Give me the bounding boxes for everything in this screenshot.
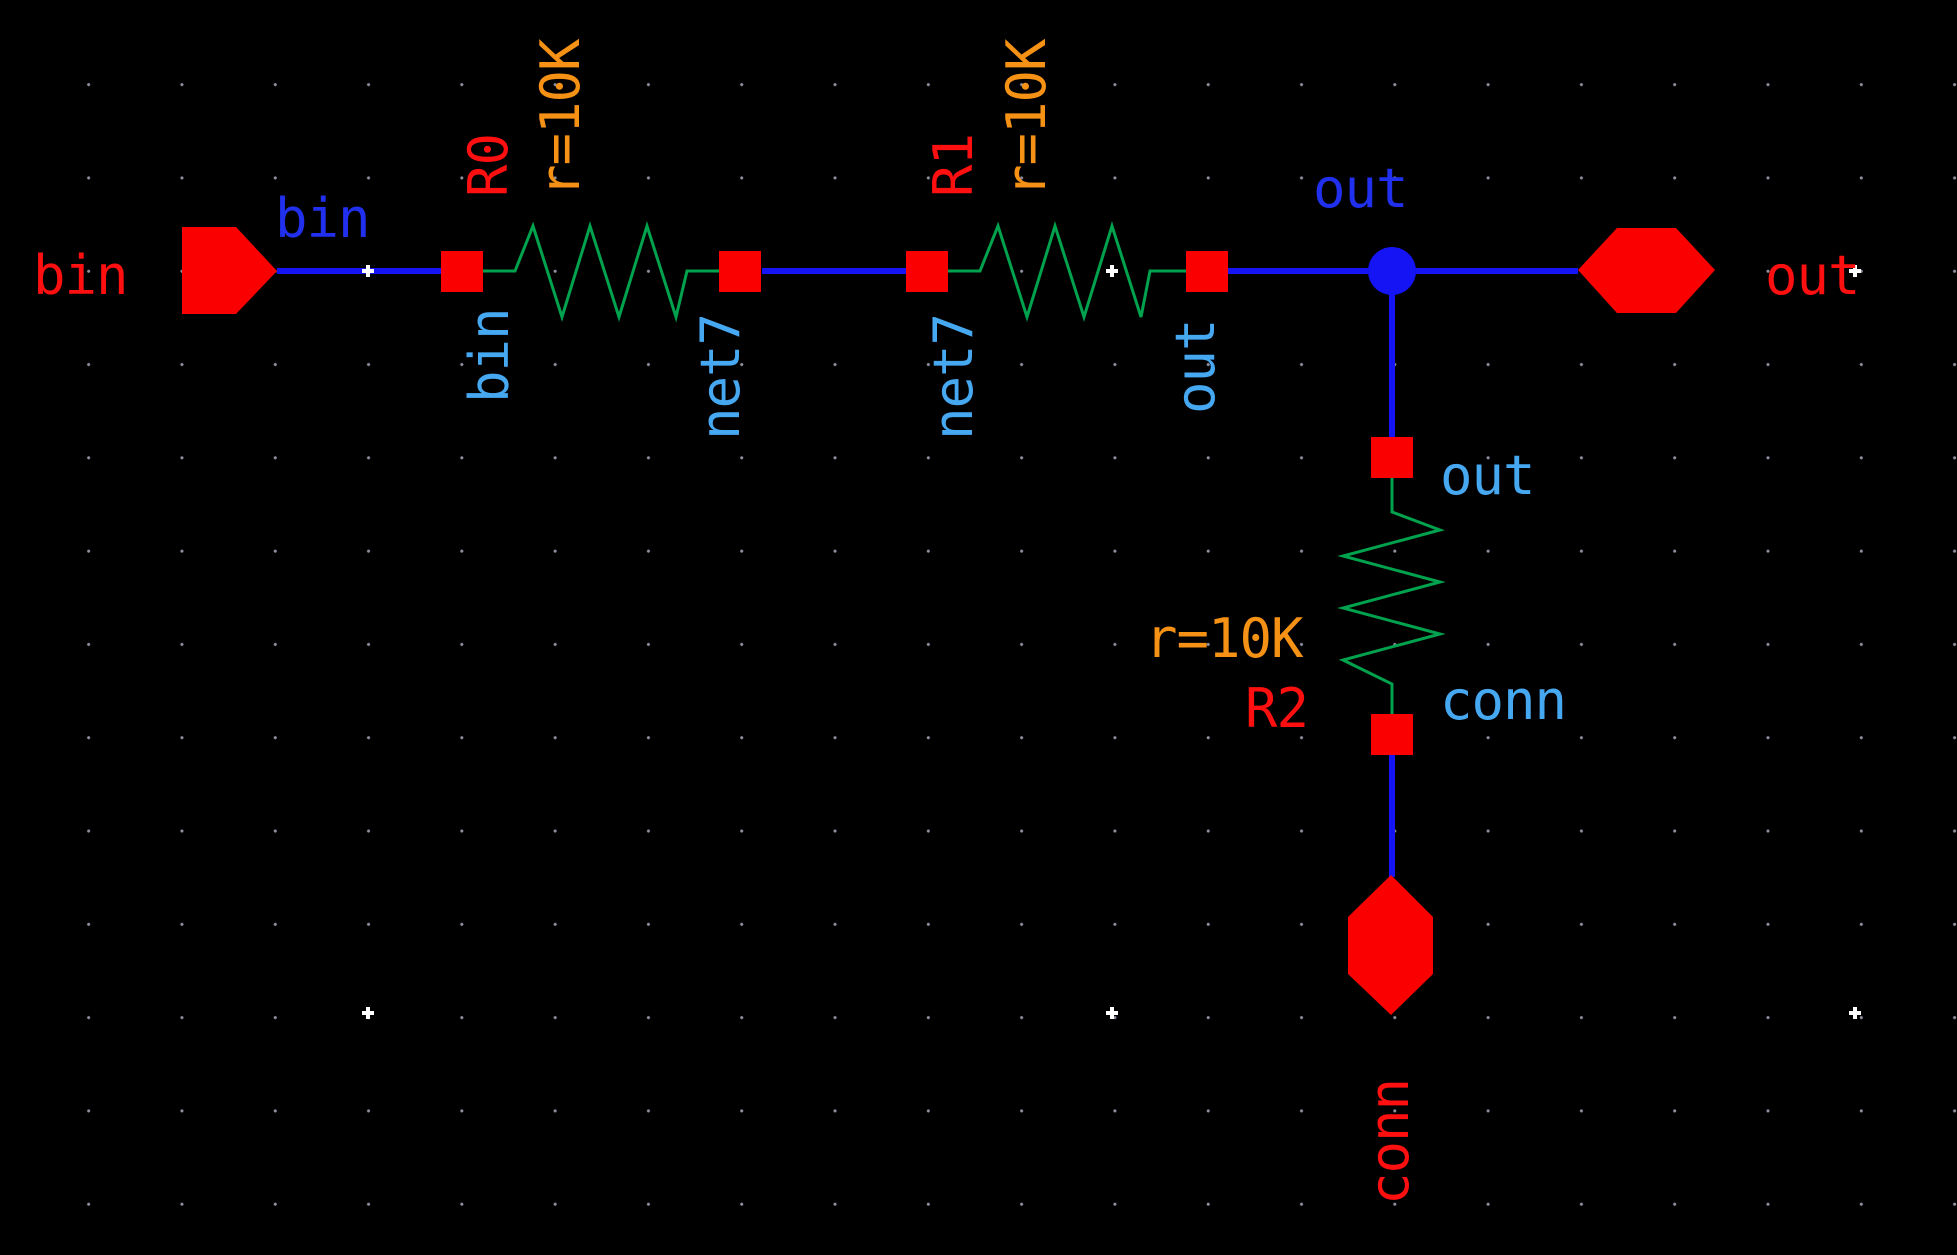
- origin-marker-cross: [1106, 1007, 1118, 1019]
- resistor-r1-body[interactable]: [948, 220, 1186, 323]
- origin-marker-cross: [1106, 265, 1118, 277]
- origin-marker-cross: [362, 265, 374, 277]
- pin-conn-shape[interactable]: [1348, 875, 1433, 1015]
- terminal-r0-left[interactable]: [441, 251, 483, 292]
- net-flag-r1-right[interactable]: out: [1164, 319, 1227, 414]
- pin-out-shape[interactable]: [1578, 228, 1715, 313]
- resistor-r0-body[interactable]: [483, 220, 719, 323]
- pin-bin-label[interactable]: bin: [33, 244, 129, 307]
- pin-bin-shape[interactable]: [182, 227, 277, 314]
- terminal-r1-left[interactable]: [906, 251, 948, 292]
- pin-conn-label[interactable]: conn: [1358, 1078, 1421, 1205]
- terminal-r2-top[interactable]: [1371, 437, 1413, 478]
- instance-value-r1[interactable]: r=10K: [995, 39, 1058, 197]
- terminal-r2-bottom[interactable]: [1371, 714, 1413, 755]
- instance-name-r1[interactable]: R1: [922, 133, 985, 197]
- net-label-out[interactable]: out: [1313, 157, 1409, 220]
- instance-name-r2[interactable]: R2: [1245, 677, 1309, 740]
- resistor-r2-body[interactable]: [1337, 478, 1446, 714]
- terminal-r0-right[interactable]: [719, 251, 761, 292]
- origin-marker-cross: [1849, 265, 1861, 277]
- origin-marker-cross: [362, 1007, 374, 1019]
- net-flag-r2-top[interactable]: out: [1440, 444, 1536, 507]
- instance-name-r0[interactable]: R0: [457, 133, 520, 197]
- instance-value-r2[interactable]: r=10K: [1145, 607, 1304, 670]
- net-label-bin[interactable]: bin: [275, 187, 371, 250]
- origin-marker-cross: [1849, 1007, 1861, 1019]
- net-flag-r1-left[interactable]: net7: [922, 313, 985, 440]
- terminal-r1-right[interactable]: [1186, 251, 1228, 292]
- net-flag-r2-bottom[interactable]: conn: [1440, 669, 1567, 732]
- pin-out-label[interactable]: out: [1765, 244, 1861, 307]
- net-flag-r0-left[interactable]: bin: [458, 308, 521, 403]
- instance-value-r0[interactable]: r=10K: [529, 39, 592, 197]
- net-flag-r0-right[interactable]: net7: [689, 313, 752, 440]
- wire-junction-out[interactable]: [1368, 247, 1416, 295]
